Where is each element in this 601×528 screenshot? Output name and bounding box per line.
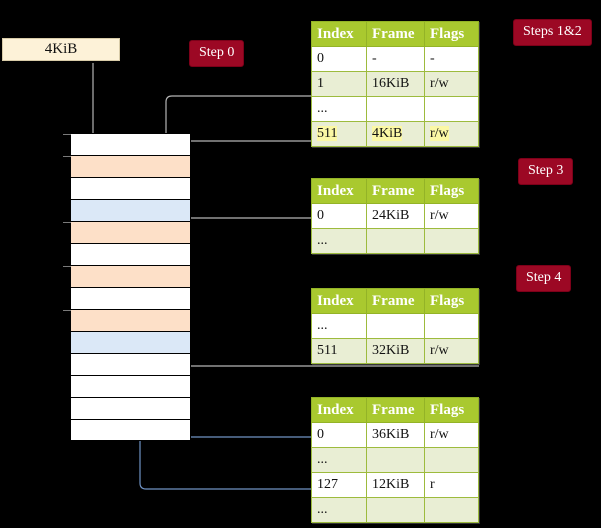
column-header-frame: Frame — [366, 288, 425, 314]
cell-flags — [424, 228, 479, 254]
cell-flags: r/w — [424, 121, 479, 147]
highlighted-value: r/w — [430, 126, 449, 141]
column-header-flags: Flags — [424, 288, 479, 314]
physical-memory-column — [63, 133, 191, 441]
cell-index: 511 — [311, 338, 367, 364]
cell-index: 0 — [311, 203, 367, 229]
cell-frame: 36KiB — [366, 422, 425, 448]
cell-frame — [366, 228, 425, 254]
memory-row-empty — [70, 419, 191, 441]
cell-flags: r/w — [424, 422, 479, 448]
page-table-row: ... — [311, 497, 479, 523]
memory-row-empty — [70, 375, 191, 397]
cell-frame: 12KiB — [366, 472, 425, 498]
badge-step-0: Step 0 — [189, 40, 245, 67]
cell-index: ... — [311, 228, 367, 254]
virtual-address-label: 4KiB — [44, 41, 78, 57]
cell-flags — [424, 497, 479, 523]
cell-index: ... — [311, 497, 367, 523]
memory-row-data-frame — [70, 331, 191, 353]
column-header-index: Index — [311, 397, 367, 423]
cell-flags: r/w — [424, 71, 479, 97]
page-table-row: 511 4KiB r/w — [311, 121, 479, 147]
cell-flags — [424, 313, 479, 339]
cell-frame — [366, 447, 425, 473]
memory-row-empty — [70, 287, 191, 309]
column-header-flags: Flags — [424, 21, 479, 47]
badge-steps-1-2-label: Steps 1&2 — [523, 24, 582, 39]
page-table-row: ... — [311, 447, 479, 473]
cell-frame: 16KiB — [366, 71, 425, 97]
memory-row-page-table — [63, 155, 191, 177]
memory-row-empty — [70, 177, 191, 199]
memory-row-data-frame — [70, 199, 191, 221]
memory-row-page-table — [63, 309, 191, 331]
cell-index: 511 — [311, 121, 367, 147]
highlighted-value: 511 — [317, 126, 338, 141]
cell-frame — [366, 313, 425, 339]
memory-row-empty — [70, 243, 191, 265]
memory-row-empty — [70, 353, 191, 375]
cell-flags — [424, 96, 479, 122]
highlighted-value: 4KiB — [372, 126, 403, 141]
page-table-row: 0-- — [311, 46, 479, 72]
memory-row-tick — [63, 222, 71, 223]
badge-step-3: Step 3 — [518, 158, 574, 185]
column-header-index: Index — [311, 178, 367, 204]
column-header-frame: Frame — [366, 21, 425, 47]
memory-row-page-table — [63, 221, 191, 243]
cell-index: ... — [311, 313, 367, 339]
cell-flags: r/w — [424, 338, 479, 364]
page-table-row: ... — [311, 96, 479, 122]
cell-flags — [424, 447, 479, 473]
cell-frame: 4KiB — [366, 121, 425, 147]
memory-row-page-table — [63, 265, 191, 287]
memory-row-empty — [70, 397, 191, 419]
cell-index: ... — [311, 447, 367, 473]
cell-frame — [366, 96, 425, 122]
column-header-frame: Frame — [366, 397, 425, 423]
badge-step-4-label: Step 4 — [526, 270, 562, 285]
badge-step-3-label: Step 3 — [528, 163, 564, 178]
cell-frame — [366, 497, 425, 523]
cell-index: 127 — [311, 472, 367, 498]
cell-index: ... — [311, 96, 367, 122]
cell-flags: r — [424, 472, 479, 498]
memory-row-tick — [63, 156, 71, 157]
cell-frame: 32KiB — [366, 338, 425, 364]
cell-flags: r/w — [424, 203, 479, 229]
column-header-flags: Flags — [424, 397, 479, 423]
memory-row-tick — [63, 310, 71, 311]
cell-index: 0 — [311, 46, 367, 72]
memory-row-tick — [63, 134, 71, 135]
page-table-row: ... — [311, 313, 479, 339]
column-header-index: Index — [311, 288, 367, 314]
column-header-frame: Frame — [366, 178, 425, 204]
cell-index: 0 — [311, 422, 367, 448]
cell-flags: - — [424, 46, 479, 72]
column-header-index: Index — [311, 21, 367, 47]
cell-frame: 24KiB — [366, 203, 425, 229]
cell-index: 1 — [311, 71, 367, 97]
virtual-address-box: 4KiB — [2, 38, 120, 61]
memory-row-empty — [63, 133, 191, 155]
page-table-row: ... — [311, 228, 479, 254]
badge-step-4: Step 4 — [516, 265, 572, 292]
badge-step-0-label: Step 0 — [199, 45, 235, 60]
cell-frame: - — [366, 46, 425, 72]
badge-steps-1-2: Steps 1&2 — [513, 19, 592, 46]
column-header-flags: Flags — [424, 178, 479, 204]
memory-row-tick — [63, 266, 71, 267]
